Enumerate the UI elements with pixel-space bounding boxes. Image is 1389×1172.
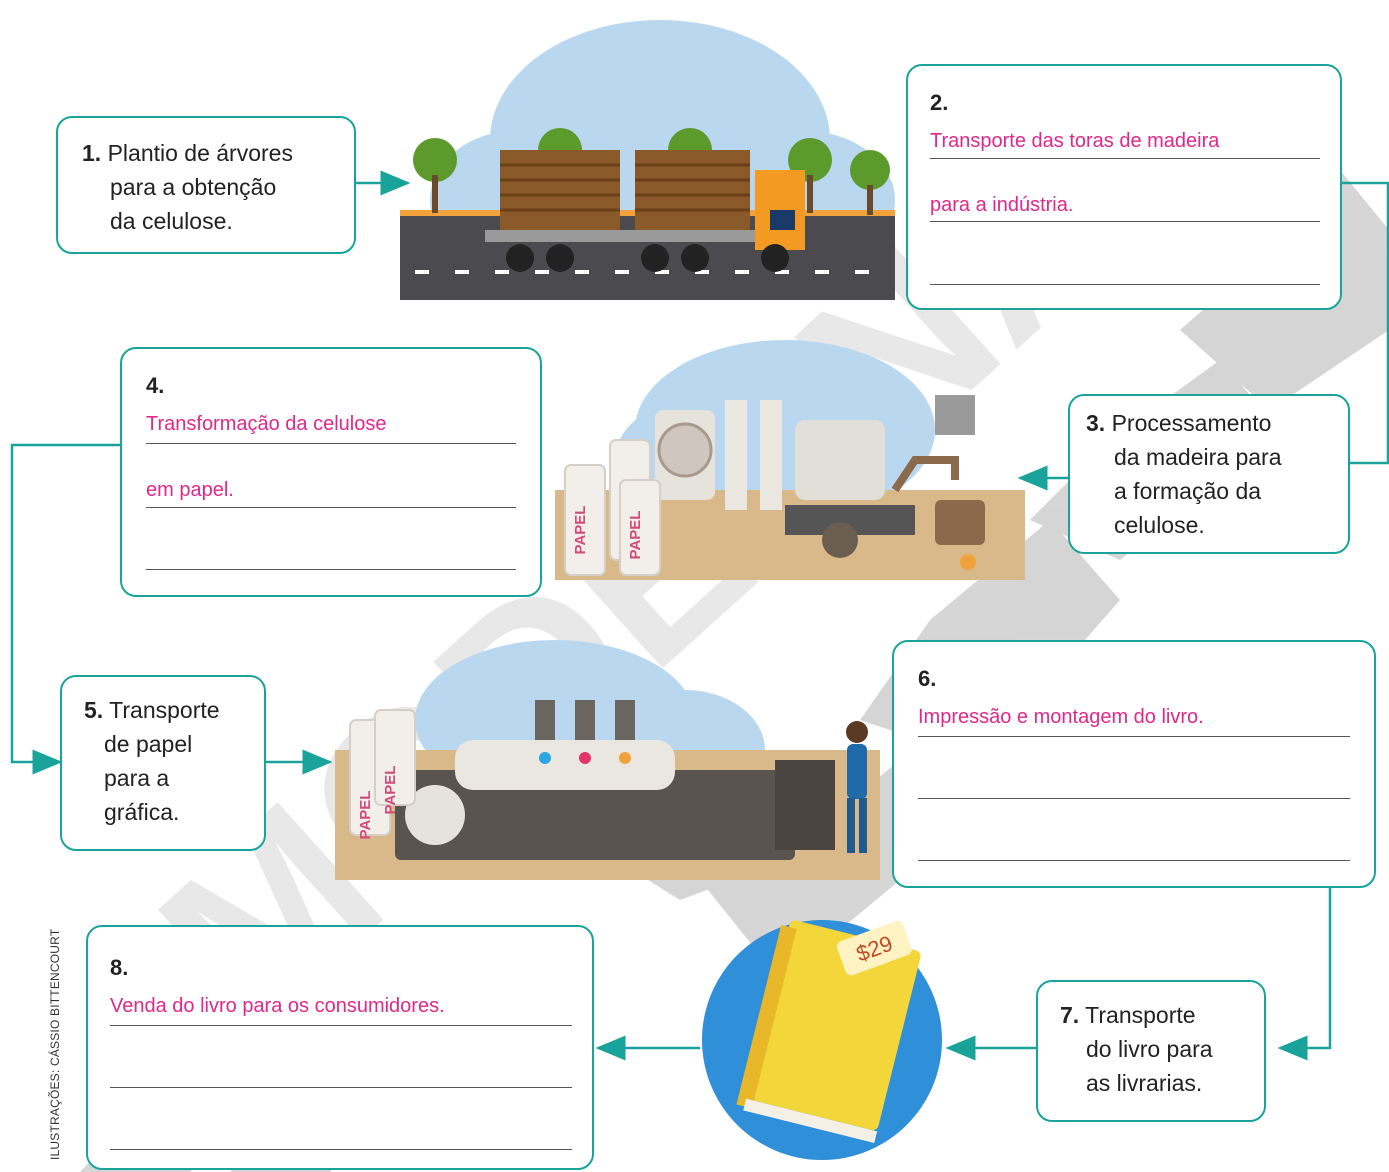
roll-label: PAPEL — [357, 791, 374, 840]
step-4-answer-line: em papel. — [146, 479, 234, 501]
step-4-box: 4. Transformação da celulose em papel. — [120, 347, 542, 597]
step-5-line: de papel — [104, 731, 193, 757]
step-5-line: gráfica. — [104, 799, 180, 825]
step-5-box: 5. Transporte de papel para a gráfica. — [60, 675, 266, 851]
step-1-line: para a obtenção — [110, 174, 277, 200]
step-8-box: 8. Venda do livro para os consumidores. — [86, 925, 594, 1170]
roll-label: PAPEL — [627, 511, 644, 560]
step-3-line: da madeira para — [1114, 444, 1282, 470]
write-line — [930, 158, 1320, 159]
step-3-box: 3. Processamento da madeira para a forma… — [1068, 394, 1350, 554]
write-line — [110, 1025, 572, 1026]
step-3-line: a formação da — [1114, 478, 1262, 504]
step-5-line: Transporte — [109, 697, 220, 723]
step-1-text: 1. Plantio de árvores para a obtenção da… — [82, 136, 293, 238]
write-line — [110, 1149, 572, 1150]
step-6-box: 6. Impressão e montagem do livro. — [892, 640, 1376, 888]
step-6-answer-line: Impressão e montagem do livro. — [918, 706, 1204, 728]
write-line — [918, 736, 1350, 737]
roll-label: PAPEL — [572, 506, 589, 555]
write-line — [918, 860, 1350, 861]
illustration-credit: ILUSTRAÇÕES: CÁSSIO BITTENCOURT — [48, 928, 62, 1160]
paper-factory-illustration: PAPEL PAPEL — [555, 340, 1025, 580]
step-5-number: 5. — [84, 697, 104, 723]
step-3-line: celulose. — [1114, 512, 1205, 538]
step-2-box: 2. Transporte das toras de madeira para … — [906, 64, 1342, 310]
step-3-number: 3. — [1086, 410, 1106, 436]
write-line — [918, 798, 1350, 799]
write-line — [930, 284, 1320, 285]
truck-illustration — [400, 20, 895, 300]
step-7-number: 7. — [1060, 1002, 1080, 1028]
step-2-answer-line: para a indústria. — [930, 194, 1074, 216]
step-1-number: 1. — [82, 140, 102, 166]
step-7-line: as livrarias. — [1086, 1070, 1203, 1096]
step-1-box: 1. Plantio de árvores para a obtenção da… — [56, 116, 356, 254]
write-line — [930, 221, 1320, 222]
printing-press-illustration: PAPEL PAPEL — [335, 640, 880, 880]
step-2-answer-line: Transporte das toras de madeira — [930, 130, 1220, 152]
write-line — [146, 507, 516, 508]
step-5-text: 5. Transporte de papel para a gráfica. — [84, 693, 220, 829]
step-3-text: 3. Processamento da madeira para a forma… — [1086, 406, 1282, 542]
step-7-box: 7. Transporte do livro para as livrarias… — [1036, 980, 1266, 1122]
worker-figure — [846, 721, 868, 853]
step-8-answer-line: Venda do livro para os consumidores. — [110, 995, 445, 1017]
step-6-number: 6. — [918, 666, 937, 691]
step-3-line: Processamento — [1111, 410, 1272, 436]
step-1-line: da celulose. — [110, 208, 233, 234]
step-7-text: 7. Transporte do livro para as livrarias… — [1060, 998, 1213, 1100]
book-illustration: $29 — [702, 920, 942, 1160]
step-7-line: do livro para — [1086, 1036, 1213, 1062]
roll-label: PAPEL — [382, 766, 399, 815]
step-5-line: para a — [104, 765, 170, 791]
step-2-number: 2. — [930, 90, 949, 115]
write-line — [110, 1087, 572, 1088]
step-1-line: Plantio de árvores — [107, 140, 293, 166]
step-4-number: 4. — [146, 373, 165, 398]
step-4-answer-line: Transformação da celulose — [146, 413, 387, 435]
write-line — [146, 443, 516, 444]
step-8-number: 8. — [110, 955, 129, 980]
write-line — [146, 569, 516, 570]
step-7-line: Transporte — [1085, 1002, 1196, 1028]
